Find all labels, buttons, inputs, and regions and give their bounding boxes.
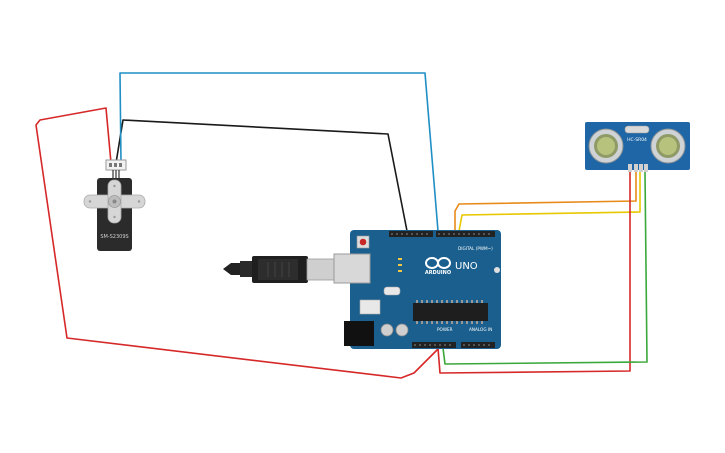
wire-servo-power[interactable] xyxy=(35,107,440,379)
wires xyxy=(35,72,648,379)
led-indicator xyxy=(398,264,402,266)
servo-horn[interactable] xyxy=(83,179,146,224)
digital-header[interactable] xyxy=(389,231,495,237)
wire-sensor-vcc[interactable] xyxy=(437,171,631,374)
sensor-transducer-left xyxy=(588,128,624,164)
wire-sensor-ground[interactable] xyxy=(442,171,648,365)
ultrasonic-sensor[interactable]: HC-SR04 xyxy=(585,122,690,172)
arduino-logo xyxy=(425,257,451,269)
sensor-transducer-right xyxy=(650,128,686,164)
sensor-crystal xyxy=(624,125,650,134)
servo-model-label: SM-S2309S xyxy=(100,234,128,240)
digital-pwm-label: DIGITAL (PWM~) xyxy=(458,246,493,251)
analog-in-label: ANALOG IN xyxy=(469,327,492,332)
wire-servo-ground[interactable] xyxy=(115,119,408,232)
usb-metal-shell xyxy=(306,258,338,281)
board-model-label: UNO xyxy=(455,261,478,272)
servo-motor[interactable]: SM-S2309S xyxy=(83,159,146,251)
usb-jack xyxy=(333,253,371,284)
capacitor xyxy=(395,323,409,337)
reset-button-cap[interactable] xyxy=(359,238,367,246)
usb-cable[interactable] xyxy=(223,256,338,283)
sensor-model-label: HC-SR04 xyxy=(627,137,647,143)
power-label: POWER xyxy=(437,327,453,332)
capacitor xyxy=(380,323,394,337)
microcontroller-chip xyxy=(413,303,488,321)
wire-sensor-echo[interactable] xyxy=(458,171,641,232)
power-analog-header[interactable] xyxy=(412,342,495,348)
sensor-pin-header[interactable] xyxy=(628,164,648,172)
voltage-regulator xyxy=(359,299,381,315)
arduino-uno-board[interactable]: DIGITAL (PWM~) ARDUINO UNO xyxy=(333,230,501,349)
led-indicator xyxy=(398,258,402,260)
wire-servo-signal[interactable] xyxy=(119,72,439,232)
led-indicator xyxy=(398,270,402,272)
mounting-hole xyxy=(494,267,500,273)
crystal-oscillator xyxy=(383,286,401,296)
power-jack xyxy=(344,321,374,346)
arduino-logo-text: ARDUINO xyxy=(425,270,451,276)
wire-sensor-trig[interactable] xyxy=(454,171,637,232)
